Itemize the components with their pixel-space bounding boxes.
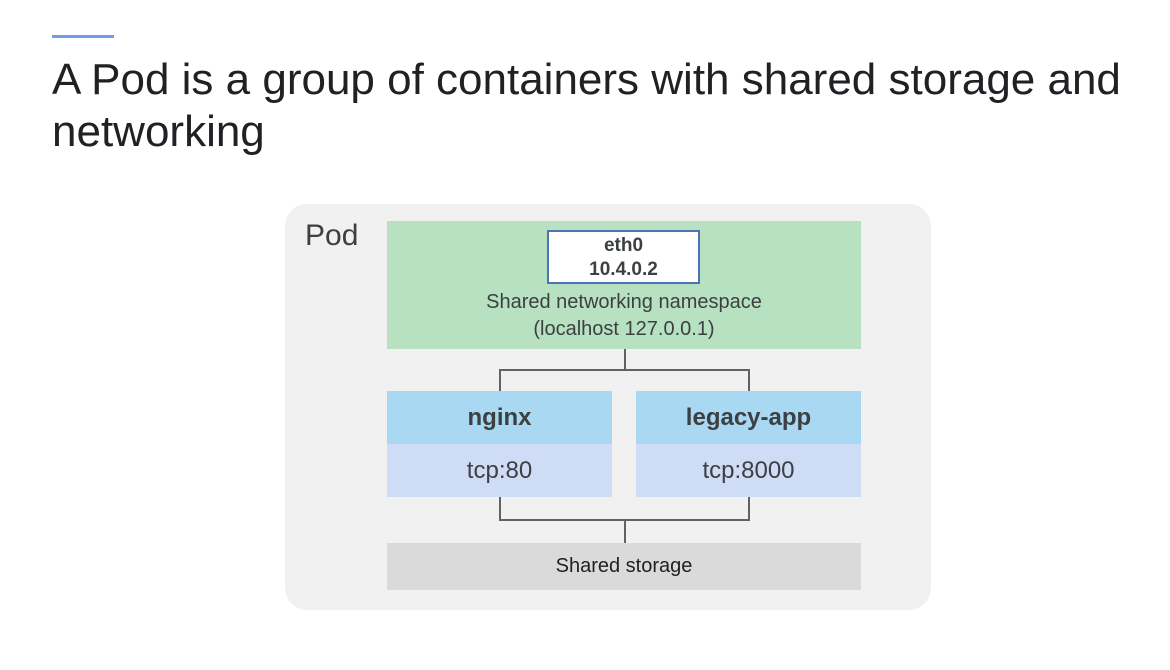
container-nginx-name: nginx — [387, 391, 612, 444]
network-description: Shared networking namespace (localhost 1… — [387, 289, 861, 343]
title-accent-rule — [52, 35, 114, 38]
connector-storage-stem — [624, 519, 626, 543]
network-namespace-label: Shared networking namespace — [486, 291, 762, 313]
connector-to-nginx — [499, 369, 501, 391]
network-localhost-label: (localhost 127.0.0.1) — [533, 318, 715, 340]
container-legacy-app-name: legacy-app — [636, 391, 861, 444]
slide-title: A Pod is a group of containers with shar… — [52, 55, 1121, 156]
container-nginx-port: tcp:80 — [387, 444, 612, 497]
interface-name: eth0 — [603, 235, 644, 256]
connector-from-legacy-app — [748, 497, 750, 521]
connector-to-legacy-app — [748, 369, 750, 391]
interface-ip: 10.4.0.2 — [589, 259, 658, 280]
pod-label: Pod — [305, 219, 359, 252]
shared-storage-box: Shared storage — [387, 543, 861, 590]
container-legacy-app-port: tcp:8000 — [636, 444, 861, 497]
connector-network-stem — [624, 349, 626, 370]
connector-from-nginx — [499, 497, 501, 521]
connector-network-bar — [499, 369, 750, 371]
eth0-interface-box: eth0 10.4.0.2 — [547, 230, 700, 284]
